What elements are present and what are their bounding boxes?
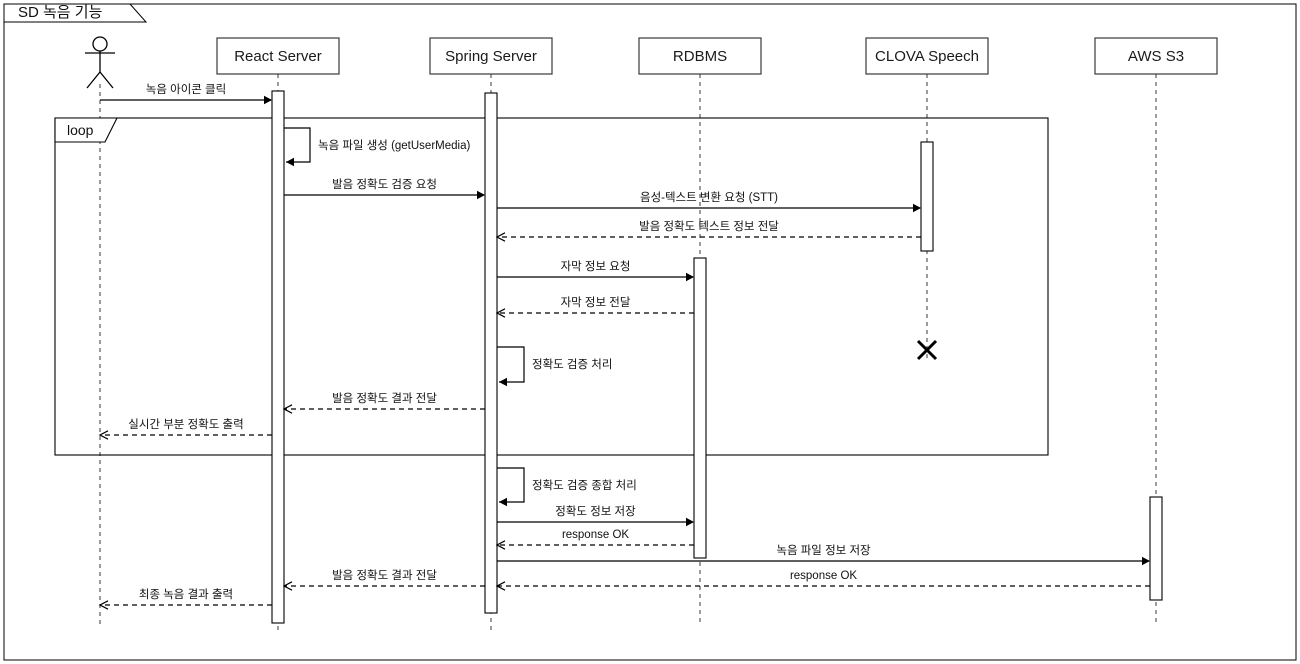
message-m15: response OK xyxy=(495,570,1150,591)
participant-react[interactable]: React Server xyxy=(216,37,340,75)
message-m10: 실시간 부분 정확도 출력 xyxy=(98,418,272,440)
participant-label: AWS S3 xyxy=(1128,48,1184,65)
message-label: response OK xyxy=(790,570,857,582)
fragment-tab xyxy=(54,117,118,143)
arrowhead-m7 xyxy=(495,308,506,318)
arrowhead-m10 xyxy=(98,430,109,440)
diagram-frame: SD 녹음 기능 xyxy=(3,3,1297,661)
destroy-x-icon xyxy=(916,339,938,361)
diagram-title: SD 녹음 기능 xyxy=(18,4,103,21)
message-m14: 녹음 파일 정보 저장 xyxy=(497,543,1150,566)
activation-bar-clova-1 xyxy=(920,141,934,252)
activation-bar-rdbms-1 xyxy=(693,257,707,559)
actor-leg-left-icon xyxy=(86,71,101,89)
participant-label: Spring Server xyxy=(445,48,537,65)
arrowhead-m3 xyxy=(477,190,485,200)
message-label: 자막 정보 전달 xyxy=(561,295,631,309)
actor-head-icon xyxy=(92,36,108,52)
message-m6: 자막 정보 요청 xyxy=(497,260,694,282)
arrowhead-m17 xyxy=(98,600,109,610)
participant-label: RDBMS xyxy=(673,48,727,65)
message-m3: 발음 정확도 검증 요청 xyxy=(284,178,485,200)
arrowhead-m12 xyxy=(686,517,694,527)
participant-rdbms[interactable]: RDBMS xyxy=(638,37,762,75)
message-m8: 정확도 검증 처리 xyxy=(497,346,612,387)
participant-label: CLOVA Speech xyxy=(875,48,979,65)
message-m1: 녹음 아이콘 클릭 xyxy=(100,83,272,105)
message-m11: 정확도 검증 종합 처리 xyxy=(497,467,637,507)
message-m13: response OK xyxy=(495,529,694,550)
message-label: 정확도 검증 종합 처리 xyxy=(532,479,637,492)
message-m17: 최종 녹음 결과 출력 xyxy=(98,588,272,610)
message-label: 발음 정확도 검증 요청 xyxy=(332,178,437,191)
message-label: 정확도 정보 저장 xyxy=(555,505,636,518)
arrowhead-m5 xyxy=(495,232,506,242)
participant-box xyxy=(1094,37,1218,75)
participant-label: React Server xyxy=(234,48,322,65)
message-label: 자막 정보 요청 xyxy=(561,260,631,273)
message-line xyxy=(497,346,525,383)
message-m9: 발음 정확도 결과 전달 xyxy=(282,391,485,414)
destructions-layer xyxy=(916,339,938,361)
activation-bar-react-main xyxy=(271,90,285,624)
arrowhead-m13 xyxy=(495,540,506,550)
message-m7: 자막 정보 전달 xyxy=(495,295,694,318)
message-label: 발음 정확도 텍스트 정보 전달 xyxy=(639,219,779,233)
arrowhead-m9 xyxy=(282,404,293,414)
arrowhead-m2 xyxy=(286,157,294,167)
participant-spring[interactable]: Spring Server xyxy=(429,37,553,75)
arrowhead-m11 xyxy=(499,497,507,507)
participants-layer: React Server Spring Server RDBMS CLOVA Spee… xyxy=(85,36,1218,89)
participant-clova[interactable]: CLOVA Speech xyxy=(865,37,989,75)
message-label: 녹음 아이콘 클릭 xyxy=(146,83,226,96)
arrowhead-m15 xyxy=(495,581,506,591)
message-label: 발음 정확도 결과 전달 xyxy=(332,391,437,405)
arrowhead-m6 xyxy=(686,272,694,282)
participant-s3[interactable]: AWS S3 xyxy=(1094,37,1218,75)
participant-box xyxy=(429,37,553,75)
message-label: 녹음 파일 생성 (getUserMedia) xyxy=(318,138,470,152)
fragments-layer: loop xyxy=(54,117,1049,456)
arrowhead-m1 xyxy=(264,95,272,105)
message-label: 실시간 부분 정확도 출력 xyxy=(128,418,243,431)
participant-box xyxy=(638,37,762,75)
fragment-loop-1: loop xyxy=(54,117,1049,456)
arrowhead-m16 xyxy=(282,581,293,591)
fragment-body xyxy=(54,117,1049,456)
message-label: 녹음 파일 정보 저장 xyxy=(776,543,871,557)
message-label: 음성-텍스트 변환 요청 (STT) xyxy=(640,191,778,204)
message-label: 발음 정확도 결과 전달 xyxy=(332,568,437,582)
message-m5: 발음 정확도 텍스트 정보 전달 xyxy=(495,219,921,242)
message-m4: 음성-텍스트 변환 요청 (STT) xyxy=(497,191,921,213)
participant-box xyxy=(865,37,989,75)
message-label: 최종 녹음 결과 출력 xyxy=(139,588,233,601)
message-m16: 발음 정확도 결과 전달 xyxy=(282,568,485,591)
arrowhead-m4 xyxy=(913,203,921,213)
message-label: response OK xyxy=(562,529,629,541)
lifelines-layer xyxy=(99,74,1157,632)
arrowhead-m8 xyxy=(499,377,507,387)
participant-box xyxy=(216,37,340,75)
activation-bar-s3-1 xyxy=(1149,496,1163,601)
arrowhead-m14 xyxy=(1142,556,1150,566)
message-label: 정확도 검증 처리 xyxy=(532,358,612,371)
actor-leg-right-icon xyxy=(99,71,114,89)
activation-bar-spring-main xyxy=(484,92,498,614)
fragment-label: loop xyxy=(67,122,94,138)
message-line xyxy=(497,467,525,503)
message-m12: 정확도 정보 저장 xyxy=(497,505,694,527)
activations-layer xyxy=(271,90,1163,624)
message-line xyxy=(284,127,311,163)
destruction-clova-destroy xyxy=(916,339,938,361)
participant-user[interactable] xyxy=(85,36,115,89)
message-m2: 녹음 파일 생성 (getUserMedia) xyxy=(284,127,470,167)
